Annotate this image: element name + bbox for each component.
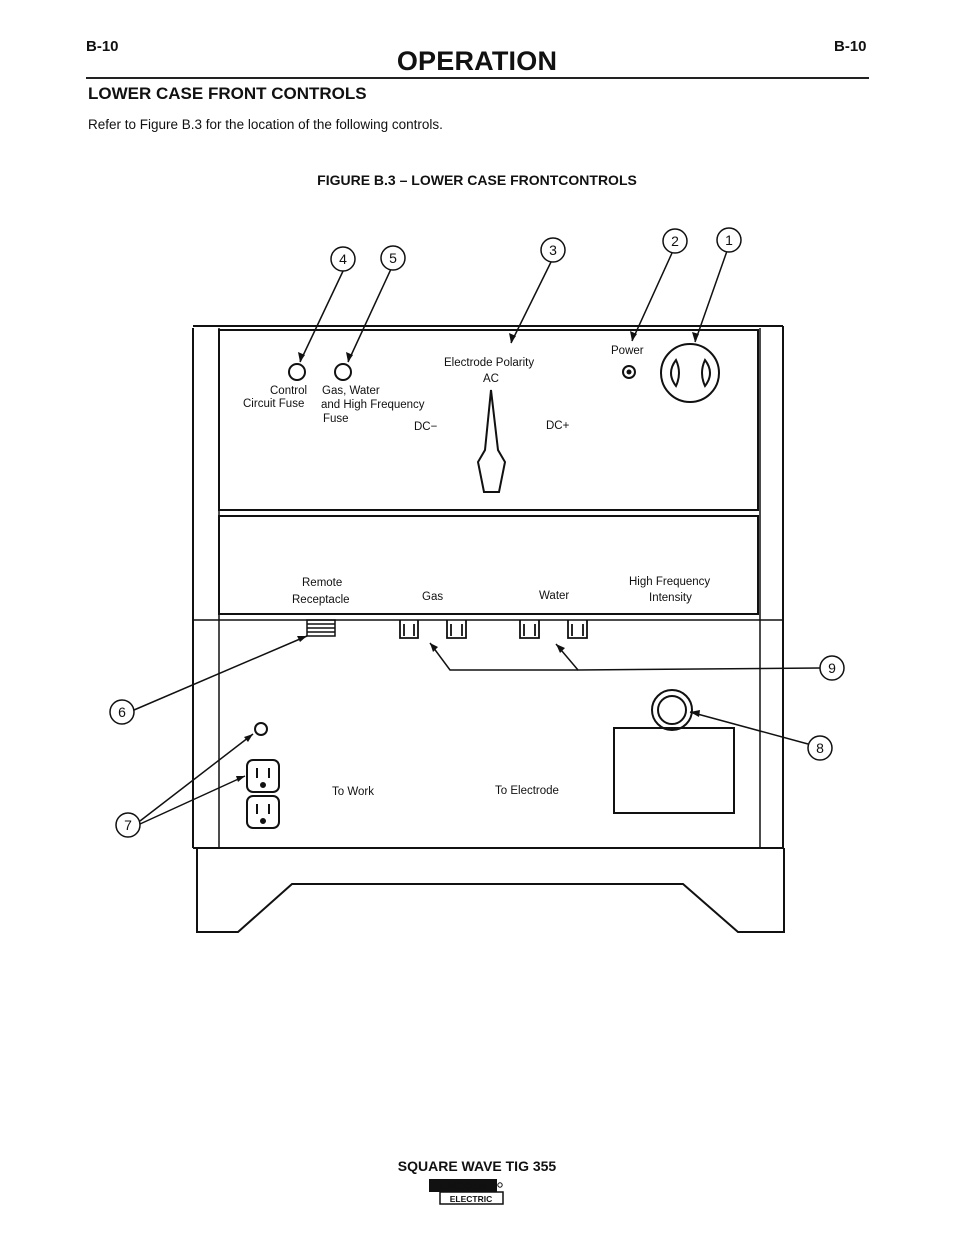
label-dc-minus: DC− bbox=[414, 421, 438, 433]
label-dc-plus: DC+ bbox=[546, 420, 570, 432]
callout-3 bbox=[540, 237, 566, 263]
intro-text: Refer to Figure B.3 for the location of … bbox=[88, 117, 443, 132]
label-remote-2: Receptacle bbox=[292, 594, 350, 606]
callout-label-9: 9 bbox=[828, 660, 836, 676]
callout-1 bbox=[716, 227, 742, 253]
callout-6 bbox=[109, 699, 135, 725]
callout-label-3: 3 bbox=[549, 242, 557, 258]
control-circuit-fuse-icon bbox=[288, 363, 306, 381]
callout-5 bbox=[380, 245, 406, 271]
gas-fittings-icon bbox=[399, 620, 467, 639]
callout-label-1: 1 bbox=[725, 232, 733, 248]
high-frequency-intensity-knob-icon bbox=[651, 689, 693, 731]
page-number-left: B-10 bbox=[86, 38, 119, 55]
label-gas-fuse-3: Fuse bbox=[323, 413, 349, 425]
callout-label-7: 7 bbox=[124, 817, 132, 833]
callout-4 bbox=[330, 246, 356, 272]
label-to-work: To Work bbox=[332, 786, 374, 798]
auxiliary-outlet-icon bbox=[246, 759, 280, 829]
logo-text-lincoln: LINCOLN bbox=[440, 1181, 487, 1193]
label-remote-1: Remote bbox=[302, 577, 342, 589]
callout-label-6: 6 bbox=[118, 704, 126, 720]
callout-label-8: 8 bbox=[816, 740, 824, 756]
header-rule bbox=[86, 77, 869, 79]
water-fittings-icon bbox=[519, 620, 588, 639]
output-terminal-cover bbox=[613, 727, 735, 814]
gas-water-hf-fuse-icon bbox=[334, 363, 352, 381]
label-gas: Gas bbox=[422, 591, 443, 603]
page-title: OPERATION bbox=[396, 46, 558, 76]
callout-2 bbox=[662, 228, 688, 254]
callout-9 bbox=[819, 655, 845, 681]
case-base bbox=[196, 848, 785, 933]
power-switch-icon bbox=[660, 343, 720, 403]
logo-text-electric: ELECTRIC bbox=[450, 1194, 493, 1204]
callout-7 bbox=[115, 812, 141, 838]
section-heading: LOWER CASE FRONT CONTROLS bbox=[88, 84, 367, 103]
lincoln-electric-logo: LINCOLN ELECTRIC bbox=[429, 1179, 504, 1205]
power-light-icon bbox=[622, 365, 636, 379]
auxiliary-breaker-nut-icon bbox=[254, 722, 268, 736]
label-high-frequency-2: Intensity bbox=[649, 592, 692, 604]
case-outline bbox=[192, 325, 784, 849]
page-number-right: B-10 bbox=[834, 38, 867, 55]
callout-label-2: 2 bbox=[671, 233, 679, 249]
remote-receptacle-icon bbox=[306, 619, 336, 637]
footer-model-name: SQUARE WAVE TIG 355 bbox=[397, 1158, 557, 1174]
label-ac: AC bbox=[483, 373, 499, 385]
label-to-electrode: To Electrode bbox=[495, 785, 559, 797]
label-power: Power bbox=[611, 345, 644, 357]
label-control-fuse-2: Circuit Fuse bbox=[243, 398, 304, 410]
label-control-fuse-1: Control bbox=[270, 385, 307, 397]
callout-8 bbox=[807, 735, 833, 761]
figure-caption: FIGURE B.3 – LOWER CASE FRONTCONTROLS bbox=[317, 172, 637, 188]
label-gas-fuse-2: and High Frequency bbox=[321, 399, 425, 411]
upper-control-panel bbox=[218, 329, 759, 511]
label-gas-fuse-1: Gas, Water bbox=[322, 385, 380, 397]
callout-label-5: 5 bbox=[389, 250, 397, 266]
label-water: Water bbox=[539, 590, 569, 602]
label-high-frequency-1: High Frequency bbox=[629, 576, 710, 588]
callout-label-4: 4 bbox=[339, 251, 347, 267]
polarity-switch-knob-icon bbox=[476, 389, 507, 493]
figure-lower-case-front-controls: 1 2 3 4 5 6 7 8 9 Control Circuit Fuse G… bbox=[109, 227, 845, 933]
label-electrode-polarity: Electrode Polarity bbox=[444, 357, 534, 369]
middle-control-panel bbox=[218, 515, 759, 615]
